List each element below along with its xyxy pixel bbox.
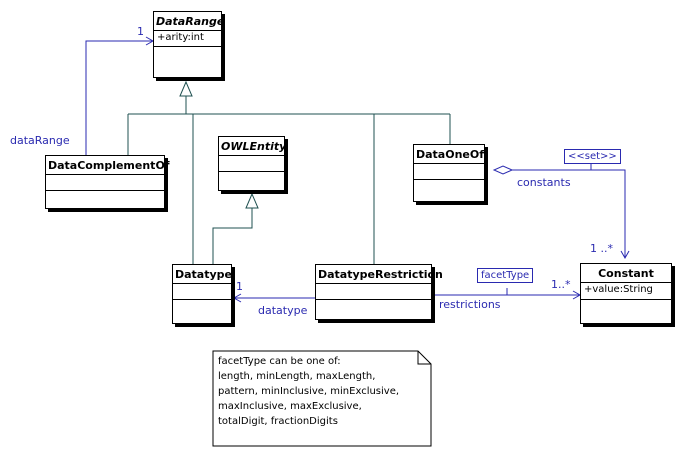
class-attributes <box>173 284 231 300</box>
class-dataoneof[interactable]: DataOneOf <box>413 144 485 202</box>
class-name: DataComplementOf <box>46 156 170 175</box>
class-name: Constant <box>581 264 671 283</box>
facettype-note: facetType can be one of: length, minLeng… <box>218 354 399 429</box>
note-line: length, minLength, maxLength, <box>218 371 376 382</box>
class-constant[interactable]: Constant +value:String <box>580 263 672 324</box>
aggregation-diamond <box>492 165 514 175</box>
class-attributes <box>316 284 431 300</box>
restrictions-multiplicity: 1..* <box>551 278 571 291</box>
datarange-multiplicity: 1 <box>137 25 144 38</box>
class-operations <box>219 172 284 187</box>
restrictions-role-label: restrictions <box>439 298 501 311</box>
class-datarange[interactable]: DataRange +arity:int <box>153 11 224 78</box>
set-stereotype-tag: <<set>> <box>564 149 621 164</box>
note-line: maxInclusive, maxExclusive, <box>218 401 362 412</box>
datarange-role-label: dataRange <box>10 134 70 147</box>
class-name: Datatype <box>173 265 232 284</box>
class-owlentity[interactable]: OWLEntity <box>218 136 286 191</box>
constants-multiplicity: 1 ..* <box>590 242 613 255</box>
generalization-to-datarange <box>127 96 451 264</box>
class-datacomplementof[interactable]: DataComplementOf <box>45 155 170 209</box>
class-name: DataRange <box>154 12 224 31</box>
note-line: facetType can be one of: <box>218 356 341 367</box>
association-datatype <box>232 293 315 303</box>
class-name: DatatypeRestriction <box>316 265 443 284</box>
datatype-multiplicity: 1 <box>236 280 243 293</box>
class-operations <box>414 180 484 195</box>
datatype-role-label: datatype <box>258 304 308 317</box>
class-attribute: +arity:int <box>154 31 221 47</box>
note-line: totalDigit, fractionDigits <box>218 416 338 427</box>
constants-role-label: constants <box>517 176 571 189</box>
class-name: OWLEntity <box>219 137 286 156</box>
class-operations <box>581 300 671 315</box>
generalization-arrowhead-owlentity <box>245 192 259 209</box>
class-attributes <box>414 164 484 180</box>
class-attributes <box>219 156 284 172</box>
class-operations <box>173 300 231 315</box>
class-attribute: +value:String <box>581 283 671 300</box>
note-shape <box>212 350 432 447</box>
generalization-arrowhead-datarange <box>179 80 193 97</box>
association-datarange <box>85 36 155 155</box>
class-datatyperestriction[interactable]: DatatypeRestriction <box>315 264 443 320</box>
class-operations <box>46 191 164 206</box>
class-operations <box>316 300 431 315</box>
class-datatype[interactable]: Datatype <box>172 264 232 324</box>
class-operations <box>154 47 221 69</box>
note-line: pattern, minInclusive, minExclusive, <box>218 386 400 397</box>
generalization-to-owlentity <box>212 208 253 264</box>
class-name: DataOneOf <box>414 145 484 164</box>
facettype-qualifier-tag: facetType <box>477 268 534 283</box>
class-attributes <box>46 175 164 191</box>
